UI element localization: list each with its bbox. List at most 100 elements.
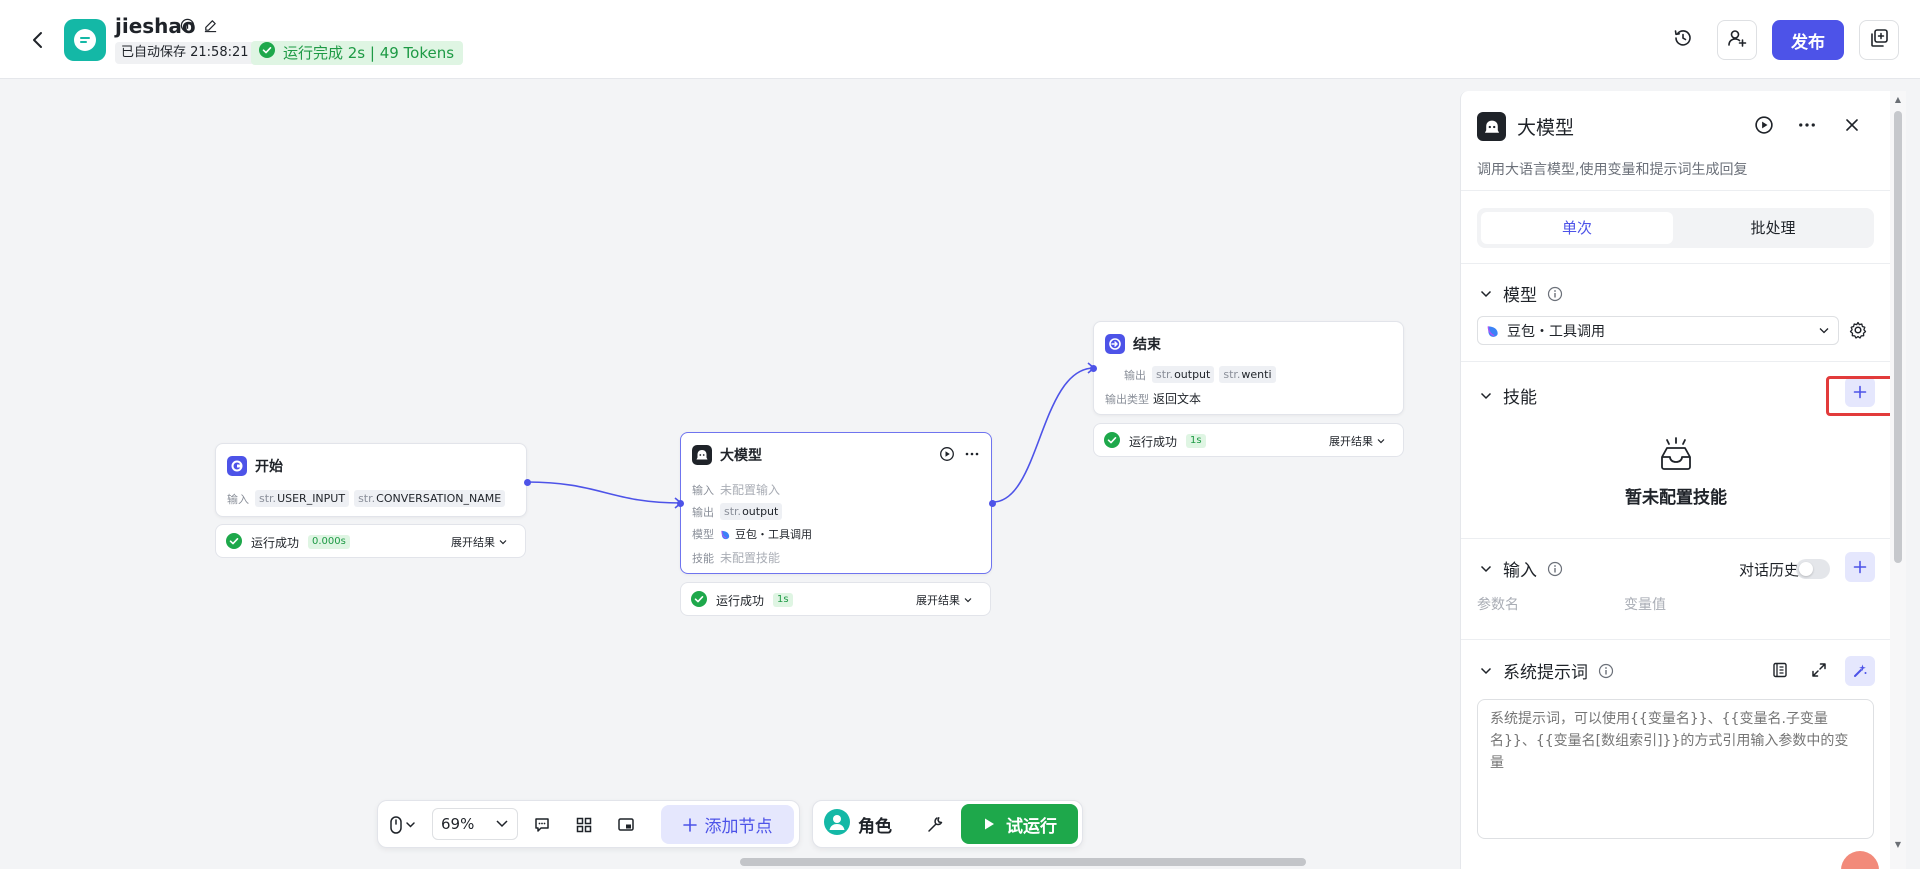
node-end-output-row: 输出 str.output str.wenti — [1124, 366, 1281, 383]
chevron-down-icon — [1480, 290, 1492, 297]
close-icon[interactable] — [1842, 115, 1862, 139]
node-llm-input-row: 输入 未配置输入 — [692, 481, 780, 498]
edit-icon[interactable] — [203, 18, 218, 37]
model-section-header[interactable]: 模型 — [1479, 281, 1563, 306]
expand-result-button[interactable]: 展开结果 — [451, 534, 508, 550]
run-node-icon[interactable] — [1754, 115, 1774, 139]
var-tag: str.wenti — [1219, 366, 1276, 383]
var-type: str. — [724, 505, 742, 518]
input-section-header[interactable]: 输入 — [1479, 556, 1563, 581]
assistant-avatar[interactable] — [1841, 851, 1879, 869]
row-label: 技能 — [692, 551, 714, 565]
run-status-text: 运行完成 2s | 49 Tokens — [283, 44, 455, 62]
add-input-button[interactable] — [1845, 552, 1875, 582]
node-end-header: 结束 — [1105, 334, 1161, 354]
node-start-inputs: 输入 str.USER_INPUT str.CONVERSATION_NAME — [227, 490, 510, 507]
info-icon[interactable] — [1547, 286, 1563, 302]
node-llm-result: 运行成功 1s 展开结果 — [680, 582, 991, 616]
grid-layout-icon — [576, 817, 592, 833]
publish-button[interactable]: 发布 — [1772, 20, 1844, 60]
ai-optimize-prompt-button[interactable] — [1845, 656, 1875, 686]
row-value: 未配置输入 — [720, 483, 781, 497]
doubao-logo-icon — [720, 529, 731, 540]
autosave-badge: 已自动保存 21:58:21 — [115, 42, 255, 64]
trial-run-button[interactable]: 试运行 — [961, 804, 1078, 844]
node-config-panel: 大模型 调用大语言模型,使用变量和提示词生成回复 单次 批处理 模型 豆包・工具… — [1460, 91, 1894, 869]
info-icon[interactable] — [1598, 663, 1614, 679]
expand-result-button[interactable]: 展开结果 — [1329, 433, 1386, 449]
tab-batch[interactable]: 批处理 — [1750, 219, 1796, 237]
row-value: 豆包・工具调用 — [735, 528, 812, 541]
divider — [1461, 361, 1891, 362]
info-icon[interactable] — [1547, 561, 1563, 577]
system-prompt-section-header[interactable]: 系统提示词 — [1479, 658, 1614, 683]
node-start-result: 运行成功 0.000s 展开结果 — [215, 524, 526, 558]
copy-button[interactable] — [1859, 20, 1899, 60]
back-arrow-icon[interactable] — [26, 28, 50, 52]
run-node-icon[interactable] — [939, 446, 955, 466]
prompt-library-icon[interactable] — [1771, 661, 1789, 683]
minimap-icon — [618, 818, 634, 831]
node-llm-skill-row: 技能 未配置技能 — [692, 549, 780, 566]
zoom-select[interactable]: 69% — [432, 808, 518, 840]
chevron-down-icon — [964, 598, 972, 603]
row-label: 模型 — [692, 528, 714, 541]
scroll-down-arrow-icon[interactable]: ▼ — [1894, 840, 1902, 849]
chat-history-toggle[interactable] — [1796, 559, 1830, 579]
add-node-button[interactable]: 添加节点 — [661, 805, 794, 844]
node-llm-header: 大模型 — [692, 445, 762, 465]
divider — [1461, 263, 1891, 264]
section-title: 模型 — [1503, 286, 1537, 306]
output-port[interactable] — [524, 479, 531, 486]
node-end-result: 运行成功 1s 展开结果 — [1093, 423, 1404, 457]
chevron-down-icon — [499, 540, 507, 545]
copy-icon — [1868, 27, 1890, 53]
panel-title: 大模型 — [1517, 117, 1575, 139]
success-check-icon — [691, 591, 707, 611]
input-port[interactable] — [1090, 365, 1097, 372]
node-end[interactable]: 结束 输出 str.output str.wenti 输出类型 返回文本 — [1090, 321, 1404, 415]
output-port[interactable] — [989, 500, 996, 507]
llm-node-icon — [692, 445, 712, 465]
app-logo-icon — [64, 19, 106, 61]
add-skill-button[interactable] — [1845, 377, 1875, 407]
plus-icon — [1853, 385, 1867, 399]
input-port[interactable] — [677, 500, 684, 507]
collaborators-button[interactable] — [1717, 20, 1757, 60]
comment-button[interactable] — [530, 813, 554, 837]
chevron-down-icon — [496, 820, 508, 828]
zoom-value: 69% — [441, 815, 475, 833]
model-select[interactable]: 豆包・工具调用 — [1477, 316, 1839, 345]
expand-result-button[interactable]: 展开结果 — [916, 592, 973, 608]
section-title: 系统提示词 — [1503, 663, 1588, 683]
wrench-icon — [928, 817, 943, 832]
var-tag: str.output — [720, 503, 783, 520]
info-icon[interactable] — [180, 18, 195, 37]
node-start-header: 开始 — [227, 456, 283, 476]
model-settings-gear-icon[interactable] — [1848, 320, 1868, 344]
horizontal-scrollbar[interactable] — [740, 858, 1306, 866]
expand-editor-icon[interactable] — [1810, 661, 1828, 683]
play-icon — [985, 818, 994, 830]
run-status-badge[interactable]: 运行完成 2s | 49 Tokens — [251, 41, 464, 65]
debug-tools-button[interactable] — [923, 812, 947, 836]
scroll-up-arrow-icon[interactable]: ▲ — [1894, 95, 1902, 104]
system-prompt-input[interactable] — [1477, 699, 1874, 839]
history-button[interactable] — [1663, 20, 1703, 60]
var-type: str. — [1223, 368, 1241, 381]
var-tag: str.output — [1152, 366, 1215, 383]
more-icon[interactable] — [1797, 115, 1817, 139]
tab-single[interactable]: 单次 — [1481, 212, 1673, 244]
var-type: str. — [1156, 368, 1174, 381]
panel-scrollbar-thumb[interactable] — [1894, 111, 1902, 563]
skill-section-header[interactable]: 技能 — [1479, 383, 1537, 408]
minimap-button[interactable] — [614, 813, 638, 837]
layout-button[interactable] — [572, 813, 596, 837]
more-icon[interactable] — [964, 446, 980, 466]
section-title: 输入 — [1503, 561, 1537, 581]
role-button[interactable]: 角色 — [824, 809, 892, 840]
node-start[interactable]: 开始 输入 str.USER_INPUT str.CONVERSATION_NA… — [215, 443, 531, 517]
node-llm[interactable]: 大模型 输入 未配置输入 输出 str.output 模型 豆包・工具调用 技能… — [677, 432, 996, 574]
interaction-mode-button[interactable] — [386, 813, 420, 837]
node-llm-title: 大模型 — [720, 448, 762, 464]
